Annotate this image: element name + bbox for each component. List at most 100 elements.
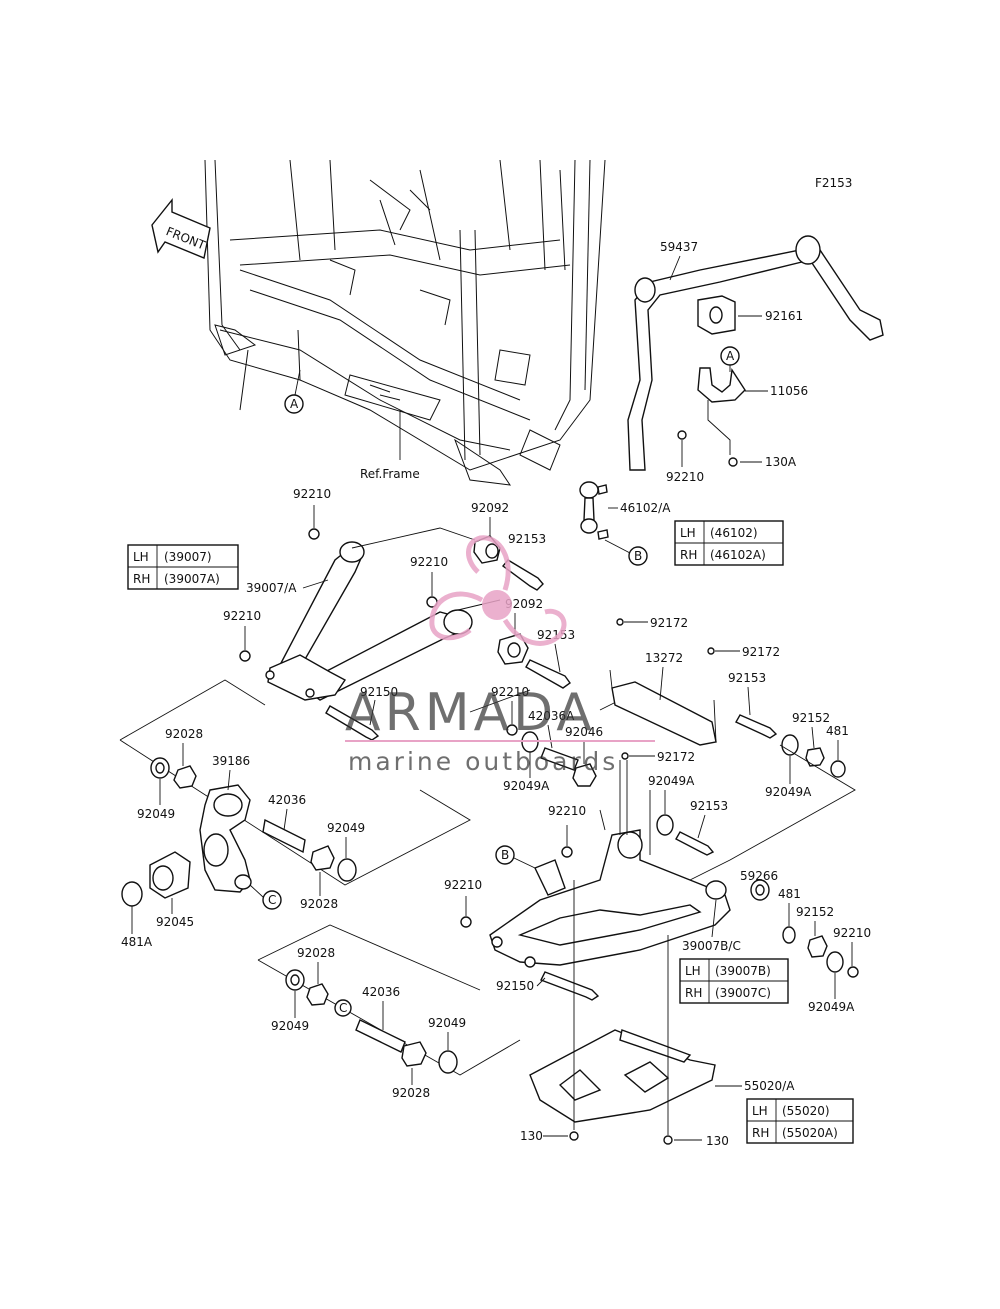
svg-text:A: A	[726, 349, 735, 363]
label-92049-l1: 92049	[137, 807, 175, 821]
svg-text:(55020): (55020)	[782, 1104, 830, 1118]
label-92210-u2: 92210	[410, 555, 448, 569]
bushing-92092-b	[497, 633, 529, 665]
clamp-11056	[697, 367, 746, 403]
bushing-92028-l2	[310, 845, 335, 871]
watermark-tagline: marine outboards	[348, 747, 618, 776]
label-92028-l1: 92028	[165, 727, 203, 741]
label-92049-l2: 92049	[327, 821, 365, 835]
label-92210-l2: 92210	[548, 804, 586, 818]
label-92049A-r2: 92049A	[648, 774, 695, 788]
bearing-92045	[149, 851, 191, 899]
pipe-42036A	[540, 747, 579, 771]
bushing-92152-b	[807, 935, 828, 958]
callout-a-frame: A	[284, 394, 304, 414]
svg-text:(39007A): (39007A)	[164, 572, 220, 586]
watermark: ARMADA marine outboards	[345, 535, 655, 776]
nut-92210-stab	[677, 430, 687, 440]
table-39007bc: LH (39007B) RH (39007C)	[679, 958, 789, 1004]
nut-92210-lower2	[561, 846, 573, 858]
callout-c-knuckle: C	[262, 890, 282, 910]
bolt-92153-d	[675, 831, 715, 856]
nut-92210-lower3	[460, 916, 472, 928]
label-92028-l2: 92028	[300, 897, 338, 911]
nut-92210-upper3	[239, 650, 251, 662]
knuckle-39186	[199, 784, 252, 893]
label-130-b: 130	[706, 1134, 729, 1148]
label-92092-a: 92092	[471, 501, 509, 515]
plate-13272	[611, 681, 717, 746]
bolt-92153-a	[501, 559, 544, 591]
svg-text:LH: LH	[133, 550, 149, 564]
label-92152-a: 92152	[792, 711, 830, 725]
label-92153-b: 92153	[537, 628, 575, 642]
bearing-92049-l1	[150, 757, 170, 779]
svg-text:(46102A): (46102A)	[710, 548, 766, 562]
svg-text:LH: LH	[680, 526, 696, 540]
label-92153-c: 92153	[728, 671, 766, 685]
armada-logo-icon	[429, 535, 567, 646]
label-92049A-l1: 92049A	[503, 779, 550, 793]
bolt-130a	[728, 457, 738, 467]
circlip-481A	[121, 881, 143, 907]
label-130A: 130A	[765, 455, 797, 469]
label-92046: 92046	[565, 725, 603, 739]
seal-92049-b2	[438, 1050, 458, 1074]
table-39007: LH (39007) RH (39007A)	[127, 544, 239, 590]
label-92210-stab: 92210	[666, 470, 704, 484]
front-arrow-icon: FRONT	[151, 198, 211, 259]
table-46102: LH (46102) RH (46102A)	[674, 520, 784, 566]
label-39007A: 39007/A	[246, 581, 297, 595]
callout-a-stabilizer: A	[720, 346, 740, 366]
bushing-92028-b2	[401, 1041, 427, 1067]
label-92028-b2: 92028	[392, 1086, 430, 1100]
svg-text:(46102): (46102)	[710, 526, 758, 540]
label-39007BC: 39007B/C	[682, 939, 741, 953]
callout-b-link: B	[628, 546, 648, 566]
svg-text:RH: RH	[680, 548, 697, 562]
label-481-a: 481	[826, 724, 849, 738]
svg-text:A: A	[290, 397, 299, 411]
label-481-b: 481	[778, 887, 801, 901]
bushing-92028-b1	[306, 983, 329, 1006]
label-92153-d: 92153	[690, 799, 728, 813]
label-92210-u1: 92210	[293, 487, 331, 501]
label-59437: 59437	[660, 240, 698, 254]
screw-92172-b	[707, 647, 715, 655]
label-92092-b: 92092	[505, 597, 543, 611]
circlip-481-a	[830, 760, 846, 778]
svg-text:B: B	[634, 549, 642, 563]
label-92161: 92161	[765, 309, 803, 323]
label-92172-b: 92172	[742, 645, 780, 659]
svg-text:RH: RH	[685, 986, 702, 1000]
nut-92210-lower1	[506, 724, 518, 736]
label-92172-c: 92172	[657, 750, 695, 764]
label-92049-b1: 92049	[271, 1019, 309, 1033]
stabilizer-bar	[627, 235, 884, 471]
label-92150-lower: 92150	[496, 979, 534, 993]
screw-92172-c	[621, 752, 629, 760]
label-46102A: 46102/A	[620, 501, 671, 515]
seal-92049A-r2	[656, 814, 674, 836]
label-42036-l1: 42036	[268, 793, 306, 807]
svg-text:LH: LH	[752, 1104, 768, 1118]
svg-text:C: C	[339, 1001, 347, 1015]
label-92210-l3: 92210	[444, 878, 482, 892]
svg-text:RH: RH	[752, 1126, 769, 1140]
bushing-92161	[697, 295, 736, 335]
label-92172-a: 92172	[650, 616, 688, 630]
svg-text:(55020A): (55020A)	[782, 1126, 838, 1140]
label-92210-u3: 92210	[223, 609, 261, 623]
spacer-92046	[572, 763, 597, 787]
watermark-brand: ARMADA	[345, 683, 596, 743]
bolt-92153-b	[525, 659, 571, 689]
table-55020: LH (55020) RH (55020A)	[746, 1098, 854, 1144]
svg-text:(39007C): (39007C)	[715, 986, 771, 1000]
pipe-42036-l1	[262, 818, 306, 854]
seal-92049-b1	[285, 969, 305, 991]
bushing-92028-l1	[173, 765, 197, 789]
circlip-481-b	[782, 926, 796, 944]
callout-c-lower: C	[334, 999, 352, 1017]
label-92152-b: 92152	[796, 905, 834, 919]
